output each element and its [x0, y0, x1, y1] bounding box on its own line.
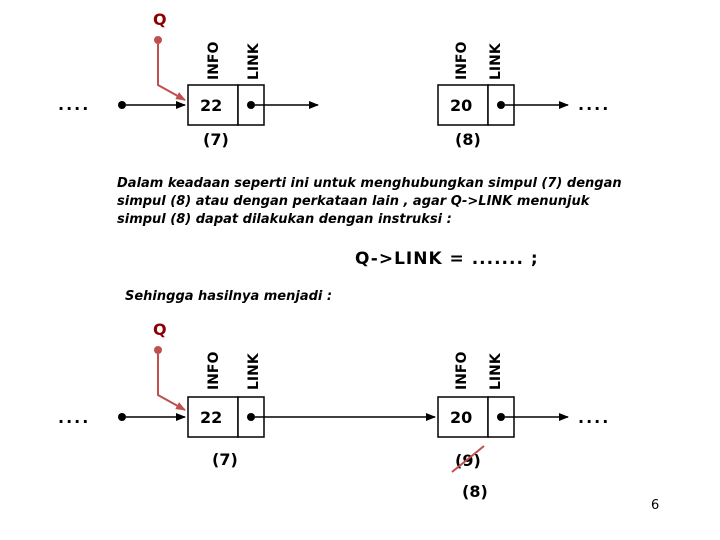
top-node8-caption: (8)	[455, 130, 481, 149]
top-left-link-origin	[118, 101, 126, 109]
bottom-right-dots: ....	[578, 408, 610, 427]
top-node7-value: 22	[200, 96, 222, 115]
explanation-line-3: simpul (8) dapat dilakukan dengan instru…	[117, 212, 452, 227]
top-q-pointer-origin	[154, 36, 162, 44]
top-node8-link-label: LINK	[488, 42, 504, 80]
top-right-dots: ....	[578, 95, 610, 114]
bottom-q-pointer-origin	[154, 346, 162, 354]
bottom-node8-info-box	[437, 396, 489, 438]
bottom-q-label: Q	[153, 320, 167, 339]
top-q-pointer-arrow	[157, 44, 186, 101]
bottom-node8-link-origin	[497, 413, 505, 421]
top-node8-value: 20	[450, 96, 472, 115]
bottom-left-link-origin	[118, 413, 126, 421]
top-node7-link-label: LINK	[246, 42, 262, 80]
top-diagram: Q INFO LINK INFO LINK .... 22 (7) 20 ...…	[58, 10, 610, 149]
bottom-left-dots: ....	[58, 408, 90, 427]
bottom-q-pointer-arrow	[157, 354, 186, 411]
bottom-node7-value: 22	[200, 408, 222, 427]
bottom-node8-link-label: LINK	[488, 352, 504, 390]
result-intro: Sehingga hasilnya menjadi :	[125, 289, 332, 304]
top-node7-caption: (7)	[203, 130, 229, 149]
top-node7-info-label: INFO	[206, 42, 222, 80]
explanation-block: Dalam keadaan seperti ini untuk menghubu…	[117, 176, 622, 304]
page-number: 6	[651, 498, 659, 513]
explanation-line-1: Dalam keadaan seperti ini untuk menghubu…	[117, 176, 622, 191]
top-node7-link-origin	[247, 101, 255, 109]
top-left-dots: ....	[58, 95, 90, 114]
top-node8-info-box	[437, 84, 489, 126]
bottom-node8-value: 20	[450, 408, 472, 427]
top-node8-link-origin	[497, 101, 505, 109]
instruction-text: Q->LINK = ....... ;	[355, 249, 539, 269]
bottom-node8-info-label: INFO	[454, 352, 470, 390]
bottom-node7-link-origin	[247, 413, 255, 421]
explanation-line-2: simpul (8) atau dengan perkataan lain , …	[117, 194, 591, 209]
bottom-node7-link-label: LINK	[246, 352, 262, 390]
bottom-node7-info-label: INFO	[206, 352, 222, 390]
bottom-diagram: Q INFO LINK INFO LINK .... 22 (7) 20 ...…	[58, 320, 610, 501]
top-node8-info-label: INFO	[454, 42, 470, 80]
bottom-node7-caption: (7)	[212, 450, 238, 469]
bottom-node8-caption: (8)	[462, 482, 488, 501]
top-q-label: Q	[153, 10, 167, 29]
strike-mark	[451, 445, 485, 473]
